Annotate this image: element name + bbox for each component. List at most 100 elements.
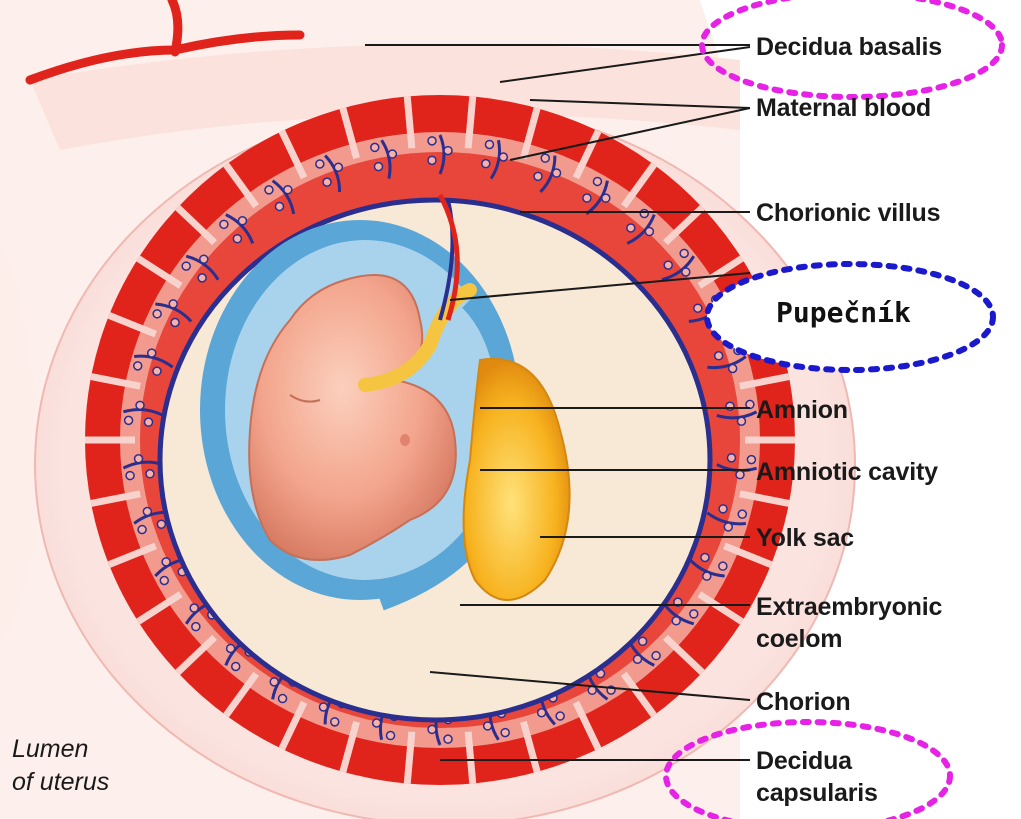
embryo-eye [400, 434, 410, 446]
villus-tuft [373, 719, 381, 727]
villus-tuft [275, 202, 283, 210]
villus-tuft [192, 623, 200, 631]
partition-line [468, 732, 473, 784]
villus-tuft [694, 304, 702, 312]
villus-tuft [157, 520, 165, 528]
villus-tuft [736, 471, 744, 479]
villus-tuft [664, 261, 672, 269]
villus-tuft [602, 194, 610, 202]
villus-tuft [501, 729, 509, 737]
villus-tuft [371, 143, 379, 151]
villus-tuft [627, 224, 635, 232]
villus-tuft [541, 154, 549, 162]
villus-tuft [388, 150, 396, 158]
label-extraembryonic-coelom: Extraembryonic coelom [756, 591, 942, 655]
villus-tuft [639, 637, 647, 645]
villus-tuft [316, 160, 324, 168]
villus-tuft [672, 617, 680, 625]
label-capsularis-line2: capsularis [756, 779, 878, 807]
villus-tuft [737, 417, 745, 425]
villus-tuft [284, 186, 292, 194]
villus-tuft [145, 418, 153, 426]
villus-tuft [319, 703, 327, 711]
villus-tuft [428, 137, 436, 145]
villus-tuft [279, 695, 287, 703]
villus-tuft [538, 709, 546, 717]
villus-tuft [482, 160, 490, 168]
label-yolk-sac: Yolk sac [756, 522, 854, 554]
villus-tuft [153, 367, 161, 375]
villus-tuft [331, 718, 339, 726]
villus-tuft [162, 558, 170, 566]
villus-tuft [200, 255, 208, 263]
villus-tuft [136, 401, 144, 409]
villus-tuft [729, 364, 737, 372]
label-maternal-blood: Maternal blood [756, 92, 931, 124]
villus-tuft [701, 553, 709, 561]
villus-tuft [556, 712, 564, 720]
villus-tuft [682, 268, 690, 276]
villus-tuft [484, 722, 492, 730]
lumen-line1: Lumen [12, 735, 88, 763]
villus-tuft [153, 310, 161, 318]
villus-tuft [125, 416, 133, 424]
villus-tuft [640, 210, 648, 218]
villus-tuft [146, 470, 154, 478]
villus-tuft [444, 735, 452, 743]
villus-tuft [232, 662, 240, 670]
villus-tuft [747, 456, 755, 464]
label-decidua-capsularis: Decidua capsularis [756, 745, 878, 809]
villus-tuft [334, 163, 342, 171]
villus-tuft [719, 505, 727, 513]
villus-tuft [553, 169, 561, 177]
villus-tuft [593, 177, 601, 185]
villus-tuft [182, 262, 190, 270]
partition-line [407, 732, 412, 784]
villus-tuft [588, 686, 596, 694]
villus-tuft [428, 725, 436, 733]
villus-tuft [387, 732, 395, 740]
villus-tuft [374, 163, 382, 171]
label-chorionic-villus: Chorionic villus [756, 197, 940, 229]
partition-line [468, 96, 473, 148]
villus-tuft [220, 220, 228, 228]
villus-tuft [227, 644, 235, 652]
annotation-pupecnik: Pupečník [776, 296, 911, 329]
villus-tuft [727, 454, 735, 462]
villus-tuft [738, 510, 746, 518]
villus-tuft [190, 604, 198, 612]
villus-tuft [138, 526, 146, 534]
villus-tuft [233, 235, 241, 243]
villus-tuft [485, 140, 493, 148]
villus-tuft [680, 249, 688, 257]
villus-tuft [444, 147, 452, 155]
villus-tuft [634, 655, 642, 663]
villus-tuft [148, 349, 156, 357]
label-decidua-line1: Decidua [756, 747, 852, 775]
villus-tuft [169, 300, 177, 308]
lumen-line2: of uterus [12, 768, 109, 796]
villus-tuft [126, 472, 134, 480]
villus-tuft [134, 362, 142, 370]
villus-tuft [645, 228, 653, 236]
villus-tuft [160, 577, 168, 585]
villus-tuft [499, 153, 507, 161]
villus-tuft [238, 217, 246, 225]
villus-tuft [719, 562, 727, 570]
villus-tuft [428, 156, 436, 164]
villus-tuft [323, 178, 331, 186]
partition-line [407, 96, 412, 148]
villus-tuft [265, 186, 273, 194]
villus-tuft [703, 572, 711, 580]
villus-tuft [143, 508, 151, 516]
villus-tuft [726, 402, 734, 410]
label-lumen-of-uterus: Lumen of uterus [12, 733, 109, 798]
villus-tuft [171, 319, 179, 327]
villus-tuft [534, 172, 542, 180]
villus-tuft [724, 523, 732, 531]
villus-tuft [198, 274, 206, 282]
label-chorion: Chorion [756, 686, 850, 718]
villus-tuft [652, 652, 660, 660]
label-extraembryonic-line1: Extraembryonic [756, 593, 942, 621]
villus-tuft [583, 194, 591, 202]
